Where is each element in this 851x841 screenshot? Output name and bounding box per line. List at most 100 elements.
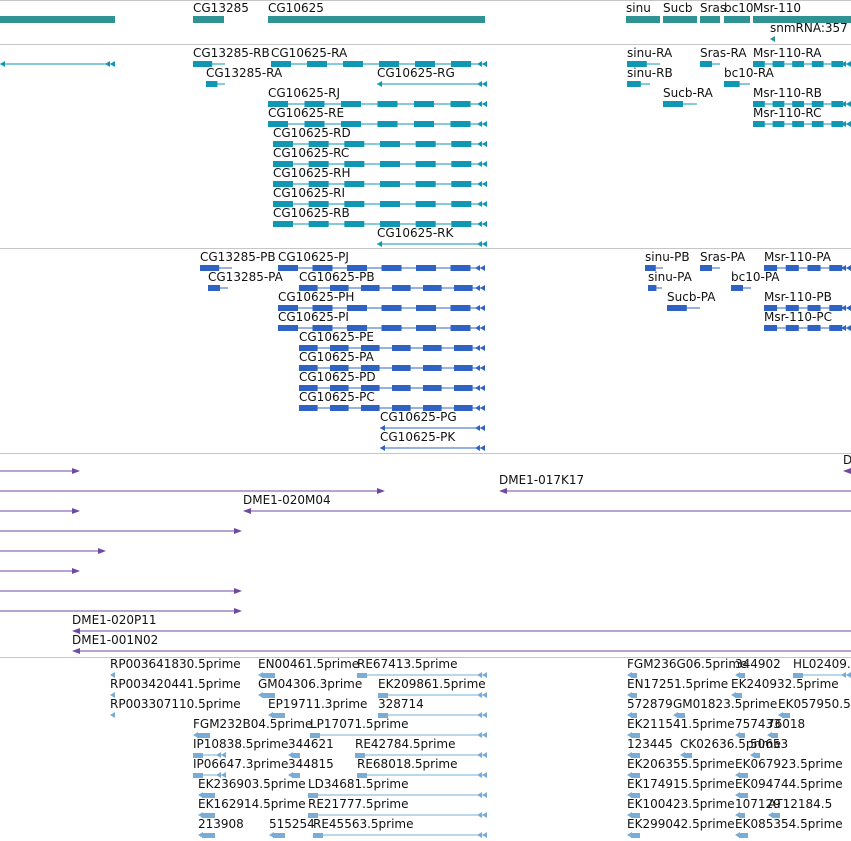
feature-unnamed[interactable]	[0, 568, 80, 574]
feature-cg13285[interactable]	[193, 16, 224, 23]
feature-msr-110-rc[interactable]	[753, 121, 851, 127]
feature-label[interactable]: CG10625-PC	[299, 390, 375, 404]
feature-ek211541-5prime[interactable]	[627, 732, 640, 738]
feature-label[interactable]: Msr-110-RA	[753, 46, 822, 60]
feature-label[interactable]: 344902	[735, 657, 781, 671]
feature-label[interactable]: EK206355.5prime	[627, 757, 735, 771]
feature-ek206355-5prime[interactable]	[627, 772, 640, 778]
feature-label[interactable]: 328714	[378, 697, 424, 711]
feature-76018[interactable]	[767, 732, 778, 738]
feature-label[interactable]: CG13285-RB	[193, 46, 270, 60]
feature-unnamed[interactable]	[0, 488, 385, 494]
feature-cg10625-pg[interactable]	[380, 425, 485, 431]
feature-label[interactable]: EK209861.5prime	[378, 677, 486, 691]
feature-cg10625-pk[interactable]	[380, 445, 485, 451]
feature-label[interactable]: RP003641830.5prime	[110, 657, 241, 671]
feature-snmrna-357[interactable]	[770, 36, 775, 42]
feature-label[interactable]: 123445	[627, 737, 673, 751]
feature-344621[interactable]	[288, 752, 300, 758]
feature-label[interactable]: AT12184.5	[768, 797, 833, 811]
feature-bc10-ra[interactable]	[724, 81, 750, 87]
feature-fgm232b04-5prime[interactable]	[193, 732, 210, 738]
feature-ek085354-5prime[interactable]	[735, 832, 748, 838]
feature-msr-110-ra[interactable]	[753, 61, 851, 67]
feature-label[interactable]: sinu-RB	[627, 66, 673, 80]
feature-msr-110-pc[interactable]	[764, 325, 851, 331]
feature-label[interactable]: 213908	[198, 817, 244, 831]
feature-label[interactable]: Sras-PA	[700, 250, 746, 264]
feature-msr-110-pa[interactable]	[764, 265, 851, 271]
feature-bc10-pa[interactable]	[731, 285, 751, 291]
feature-label[interactable]: CG10625-PD	[299, 370, 376, 384]
feature-cg10625-pj[interactable]	[278, 265, 485, 271]
feature-123445[interactable]	[627, 752, 640, 758]
feature-sinu-ra[interactable]	[627, 61, 660, 67]
feature-dme1-001n02[interactable]	[72, 648, 851, 654]
feature-label[interactable]: snmRNA:357	[770, 21, 848, 35]
feature-label[interactable]: CG13285-PB	[200, 250, 276, 264]
feature-label[interactable]: EK236903.5prime	[198, 777, 306, 791]
feature-label[interactable]: RE42784.5prime	[355, 737, 456, 751]
feature-label[interactable]: 757433	[735, 717, 781, 731]
feature-cg10625-rc[interactable]	[273, 161, 487, 167]
feature-label[interactable]: IP10838.5prime	[193, 737, 289, 751]
feature-label[interactable]: CG10625-PI	[278, 310, 349, 324]
feature-ek236903-5prime[interactable]	[198, 792, 215, 798]
feature-dme1-017k17[interactable]	[499, 488, 851, 494]
feature-cg10625-rh[interactable]	[273, 181, 487, 187]
feature-sras-pa[interactable]	[700, 265, 720, 271]
feature-label[interactable]: Sucb	[663, 1, 693, 15]
feature-label[interactable]: CG10625-PK	[380, 430, 456, 444]
feature-label[interactable]: Sucb-RA	[663, 86, 713, 100]
feature-757433[interactable]	[735, 732, 745, 738]
feature-ek067923-5prime[interactable]	[735, 772, 748, 778]
feature-ek299042-5prime[interactable]	[627, 832, 640, 838]
feature-label[interactable]: EN00461.5prime	[258, 657, 360, 671]
feature-cg10625-ri[interactable]	[273, 201, 487, 207]
feature-rp003641830-5prime[interactable]	[110, 672, 115, 678]
feature-unnamed[interactable]	[0, 468, 80, 474]
feature-label[interactable]: CG10625	[268, 1, 324, 15]
feature-label[interactable]: 107129	[735, 797, 781, 811]
feature-sras[interactable]	[700, 16, 720, 23]
feature-label[interactable]: EK057950.5	[778, 697, 851, 711]
feature-sinu-pb[interactable]	[645, 265, 663, 271]
feature-ek100423-5prime[interactable]	[627, 812, 640, 818]
feature-at12184-5[interactable]	[768, 812, 780, 818]
feature-sinu[interactable]	[626, 16, 660, 23]
feature-cg10625-pi[interactable]	[278, 325, 485, 331]
feature-rp003307110-5prime[interactable]	[110, 712, 115, 718]
feature-label[interactable]: RP003307110.5prime	[110, 697, 241, 711]
feature-label[interactable]: CG10625-RB	[273, 206, 350, 220]
feature-label[interactable]: CG10625-RG	[377, 66, 455, 80]
feature-label[interactable]: HL02409.	[793, 657, 851, 671]
feature-213908[interactable]	[198, 832, 215, 838]
feature-sras-ra[interactable]	[700, 61, 720, 67]
feature-label[interactable]: CG10625-RK	[377, 226, 454, 240]
feature-unnamed[interactable]	[0, 588, 242, 594]
feature-label[interactable]: D	[843, 453, 851, 467]
feature-label[interactable]: CG10625-PJ	[278, 250, 349, 264]
feature-en00461-5prime[interactable]	[258, 672, 275, 678]
feature-dme1-020p11[interactable]	[72, 628, 851, 634]
feature-label[interactable]: RE67413.5prime	[357, 657, 458, 671]
feature-bc10[interactable]	[724, 16, 750, 23]
feature-label[interactable]: FGM236G06.5prime	[627, 657, 748, 671]
feature-ip10838-5prime[interactable]	[193, 752, 226, 758]
feature-ek174915-5prime[interactable]	[627, 792, 640, 798]
feature-cg13285-pa[interactable]	[208, 285, 228, 291]
feature-label[interactable]: sinu-PB	[645, 250, 690, 264]
feature-label[interactable]: DME1-020P11	[72, 613, 157, 627]
feature-label[interactable]: CG10625-RJ	[268, 86, 341, 100]
feature-cg13285-ra[interactable]	[206, 81, 225, 87]
feature-label[interactable]: bc10-PA	[731, 270, 780, 284]
feature-344815[interactable]	[288, 772, 300, 778]
feature-344902[interactable]	[735, 672, 745, 678]
feature-label[interactable]: EK100423.5prime	[627, 797, 735, 811]
feature-cg10625-re[interactable]	[268, 121, 487, 127]
feature-label[interactable]: EK211541.5prime	[627, 717, 735, 731]
feature-label[interactable]: RE68018.5prime	[357, 757, 458, 771]
